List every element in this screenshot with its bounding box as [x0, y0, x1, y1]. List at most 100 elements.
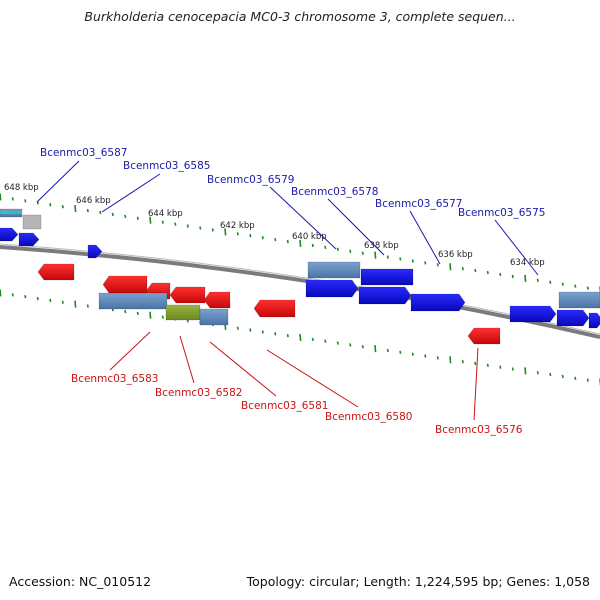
- scale-tick: [274, 237, 277, 242]
- leader-line: [269, 186, 337, 250]
- forward-cds[interactable]: [588, 312, 600, 329]
- reverse-gene-label[interactable]: Bcenmc03_6583: [71, 331, 158, 385]
- gene-bar-highlight[interactable]: [165, 304, 201, 321]
- forward-cds[interactable]: [509, 305, 557, 323]
- scale-tick: [299, 333, 302, 342]
- scale-tick: [286, 333, 289, 338]
- gene-bar[interactable]: [22, 214, 42, 230]
- leader-line: [179, 335, 195, 384]
- scale-tick: [261, 330, 264, 334]
- scale-tick: [574, 284, 577, 288]
- leader-line: [494, 219, 539, 276]
- scale-tick: [274, 332, 277, 336]
- scale-tick: [249, 234, 252, 238]
- accession-label: Accession: NC_010512: [9, 574, 152, 589]
- scale-tick: [324, 245, 327, 250]
- gene-label-text: Bcenmc03_6580: [325, 411, 412, 423]
- forward-cds[interactable]: [18, 232, 40, 247]
- scale-tick: [161, 220, 164, 224]
- position-label: 646 kbp: [76, 196, 111, 206]
- scale-tick: [299, 239, 302, 248]
- scale-tick: [174, 222, 177, 226]
- gene-bar[interactable]: [360, 268, 414, 286]
- scale-tick: [524, 274, 527, 282]
- position-label: 648 kbp: [4, 183, 39, 193]
- scale-tick: [586, 286, 589, 290]
- forward-cds[interactable]: [305, 279, 359, 298]
- scale-tick: [136, 216, 139, 220]
- leader-line: [36, 160, 80, 203]
- position-label: 640 kbp: [292, 232, 327, 242]
- forward-cds[interactable]: [87, 244, 103, 259]
- leader-line: [109, 331, 151, 371]
- scale-tick: [474, 268, 477, 273]
- scale-tick: [499, 272, 502, 277]
- scale-tick: [199, 226, 202, 230]
- scale-tick: [461, 359, 464, 364]
- scale-tick: [399, 257, 402, 261]
- reverse-cds[interactable]: [203, 291, 231, 309]
- gene-bar[interactable]: [558, 291, 600, 309]
- scale-tick: [561, 282, 564, 286]
- reverse-cds[interactable]: [169, 286, 206, 304]
- scale-tick: [349, 343, 352, 347]
- forward-gene-label[interactable]: Bcenmc03_6578: [291, 186, 385, 256]
- scale-tick: [549, 280, 552, 284]
- gene-label-text: Bcenmc03_6575: [458, 207, 545, 219]
- scale-tick: [124, 309, 127, 314]
- gene-bar[interactable]: [199, 308, 229, 326]
- scale-tick: [49, 203, 52, 207]
- gene-label-text: Bcenmc03_6582: [155, 387, 242, 399]
- scale-tick: [61, 300, 64, 304]
- scale-tick: [11, 293, 14, 297]
- scale-tick: [211, 228, 214, 232]
- leader-line: [473, 347, 479, 421]
- leader-line: [266, 349, 359, 408]
- scale-tick: [74, 205, 77, 213]
- gene-bar[interactable]: [307, 261, 361, 279]
- forward-cds[interactable]: [556, 309, 590, 327]
- gene-label-text: Bcenmc03_6583: [71, 373, 158, 385]
- reverse-cds[interactable]: [102, 275, 148, 294]
- reverse-cds[interactable]: [253, 299, 296, 318]
- position-label: 644 kbp: [148, 209, 183, 219]
- scale-tick: [24, 199, 27, 203]
- scale-tick: [336, 247, 339, 251]
- reverse-gene-label[interactable]: Bcenmc03_6581: [209, 341, 328, 412]
- forward-cds[interactable]: [358, 286, 412, 305]
- leader-line: [409, 210, 441, 265]
- forward-gene-label[interactable]: Bcenmc03_6577: [375, 198, 462, 265]
- reverse-cds[interactable]: [37, 263, 75, 281]
- leader-line: [327, 198, 385, 256]
- scale-tick: [386, 255, 389, 259]
- scale-tick: [236, 326, 239, 330]
- forward-cds[interactable]: [0, 227, 19, 242]
- scale-tick: [411, 259, 414, 263]
- reverse-gene-label[interactable]: Bcenmc03_6582: [155, 335, 242, 399]
- gene-bar-accent: [0, 211, 22, 214]
- scale-tick: [286, 239, 289, 244]
- scale-tick: [249, 328, 252, 332]
- scale-tick: [449, 356, 452, 364]
- forward-gene-label[interactable]: Bcenmc03_6585: [101, 160, 210, 213]
- scale-tick: [486, 270, 489, 275]
- forward-cds[interactable]: [410, 293, 466, 312]
- scale-tick: [436, 263, 439, 267]
- forward-gene-label[interactable]: Bcenmc03_6575: [458, 207, 545, 276]
- scale-tick: [549, 372, 552, 377]
- scale-tick: [499, 365, 502, 369]
- reverse-gene-label[interactable]: Bcenmc03_6576: [435, 347, 523, 436]
- reverse-cds[interactable]: [467, 327, 501, 345]
- scale-tick: [311, 337, 314, 342]
- reverse-gene-label[interactable]: Bcenmc03_6580: [266, 349, 412, 423]
- scale-tick: [236, 232, 239, 236]
- gene-bar[interactable]: [98, 292, 168, 310]
- sequence-summary: Topology: circular; Length: 1,224,595 bp…: [246, 574, 590, 589]
- scale-tick: [11, 197, 14, 201]
- leader-line: [101, 173, 161, 213]
- forward-gene-label[interactable]: Bcenmc03_6579: [207, 174, 337, 250]
- forward-gene-label[interactable]: Bcenmc03_6587: [36, 147, 127, 203]
- scale-tick: [186, 224, 189, 228]
